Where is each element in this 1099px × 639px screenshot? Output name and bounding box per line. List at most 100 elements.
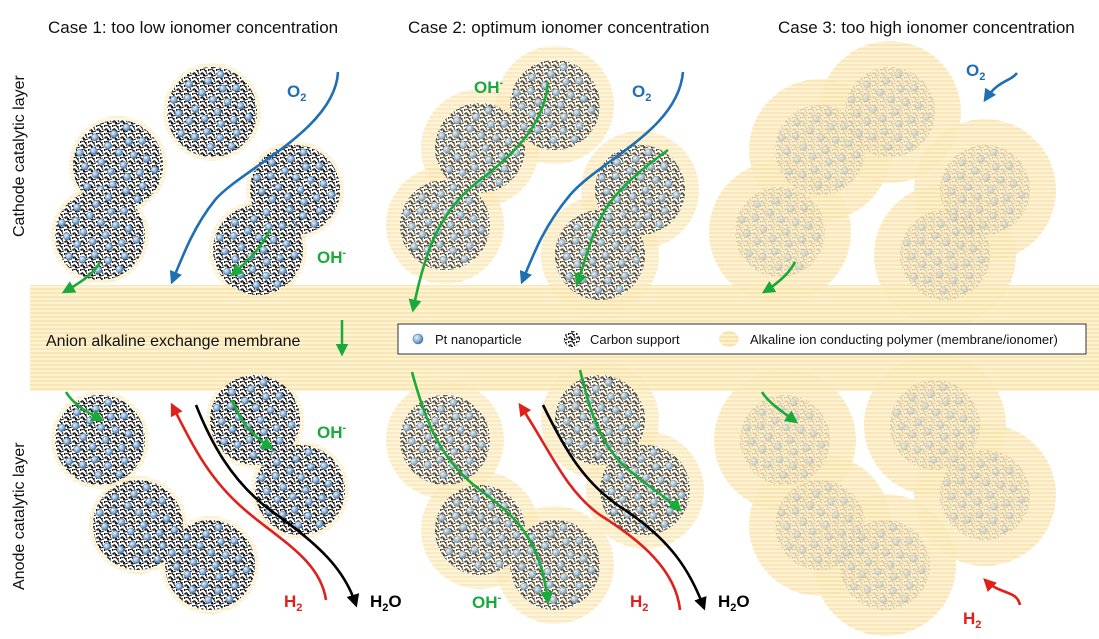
pt-nanoparticle — [108, 180, 117, 189]
pt-nanoparticle — [247, 385, 255, 393]
pt-nanoparticle — [188, 585, 197, 594]
pt-nanoparticle — [78, 460, 87, 469]
carbon-particle — [775, 480, 865, 570]
pt-nanoparticle — [269, 236, 278, 244]
pt-nanoparticle — [310, 220, 319, 228]
pt-nanoparticle — [217, 417, 226, 426]
pt-nanoparticle — [320, 462, 329, 470]
anode-layer-label: Anode catalytic layer — [11, 442, 28, 590]
pt-nanoparticle — [191, 105, 200, 113]
ionomer-overlay — [940, 450, 1030, 540]
pt-nanoparticle — [266, 406, 275, 414]
pt-nanoparticle — [219, 84, 227, 93]
pt-nanoparticle — [300, 197, 308, 206]
pt-nanoparticle — [209, 95, 217, 104]
pt-nanoparticle — [242, 566, 251, 574]
pt-nanoparticle — [297, 473, 305, 482]
pt-nanoparticle — [230, 581, 239, 590]
pt-nanoparticle — [275, 436, 284, 445]
pt-nanoparticle — [278, 222, 287, 230]
pt-nanoparticle — [95, 508, 104, 517]
carbon-particle — [165, 520, 255, 610]
carbon-particle — [400, 180, 490, 270]
carbon-particle — [890, 380, 980, 470]
pt-nanoparticle — [90, 455, 99, 464]
pt-nanoparticle — [206, 143, 215, 151]
pt-nanoparticle — [283, 192, 292, 201]
pt-nanoparticle — [175, 582, 183, 591]
pt-nanoparticle — [89, 147, 98, 155]
pt-nanoparticle — [124, 224, 133, 233]
pt-nanoparticle — [122, 186, 130, 195]
pt-nanoparticle — [292, 173, 300, 182]
pt-nanoparticle — [79, 228, 88, 236]
pt-nanoparticle — [290, 505, 299, 514]
ionomer-overlay — [400, 180, 490, 270]
pt-nanoparticle — [104, 141, 112, 150]
pt-nanoparticle — [172, 562, 181, 571]
pt-nanoparticle — [120, 251, 129, 260]
pt-nanoparticle — [262, 392, 270, 401]
pt-nanoparticle — [104, 461, 112, 470]
pt-nanoparticle — [196, 541, 204, 550]
h2-path-case2 — [518, 402, 682, 611]
pt-nanoparticle — [252, 281, 261, 289]
oh-path-case1-a — [230, 229, 272, 277]
pt-nanoparticle-icon — [412, 333, 424, 345]
pt-nanoparticle — [228, 388, 236, 397]
carbon-particle — [735, 187, 825, 277]
pt-nanoparticle — [315, 520, 324, 528]
pt-nanoparticle — [301, 486, 310, 494]
pt-nanoparticle — [73, 408, 81, 417]
pt-nanoparticle — [103, 542, 111, 551]
o2-label-case2: O2 — [632, 82, 651, 104]
pt-nanoparticle — [237, 243, 246, 251]
h2-label-case2: H2 — [630, 592, 648, 614]
carbon-particle — [55, 395, 145, 485]
ionomer-icon — [719, 331, 739, 347]
pt-nanoparticle — [105, 447, 113, 456]
pt-nanoparticle — [104, 256, 112, 265]
pt-nanoparticle — [332, 491, 341, 499]
pt-nanoparticle — [214, 523, 223, 532]
legend: Pt nanoparticle Carbon support Alkaline … — [397, 323, 1087, 355]
pt-nanoparticle — [315, 162, 324, 170]
pt-nanoparticle — [132, 441, 141, 449]
pt-nanoparticle — [109, 507, 118, 515]
h2o-label-case2: H2O — [718, 592, 750, 614]
pt-nanoparticle — [155, 529, 164, 537]
pt-nanoparticle — [62, 437, 71, 446]
pt-nanoparticle — [279, 409, 288, 418]
pt-nanoparticle — [282, 239, 291, 248]
pt-nanoparticle — [305, 497, 313, 506]
pt-nanoparticle — [130, 490, 138, 498]
pt-nanoparticle — [90, 250, 99, 259]
pt-nanoparticle — [215, 233, 224, 242]
pt-nanoparticle — [119, 161, 128, 169]
pt-nanoparticle — [265, 222, 273, 231]
pt-nanoparticle — [73, 445, 82, 454]
h2-path-case1 — [170, 402, 328, 601]
pt-nanoparticle — [287, 421, 296, 429]
carbon-particle — [167, 67, 257, 157]
pt-nanoparticle — [244, 226, 252, 235]
pt-nanoparticle — [185, 80, 193, 89]
pt-nanoparticle — [115, 265, 124, 273]
pt-nanoparticle — [236, 101, 245, 110]
pt-nanoparticle — [223, 267, 231, 276]
pt-nanoparticle — [183, 533, 191, 542]
pt-nanoparticle — [271, 472, 280, 480]
o2-path-case1 — [169, 71, 340, 285]
pt-nanoparticle — [216, 70, 225, 79]
pt-nanoparticle — [83, 182, 91, 191]
carbon-particle — [400, 395, 490, 485]
pt-nanoparticle — [170, 526, 179, 534]
pt-nanoparticle — [120, 207, 129, 215]
pt-nanoparticle — [319, 179, 328, 188]
pt-nanoparticle — [79, 433, 88, 441]
pt-nanoparticle — [212, 403, 221, 412]
pt-nanoparticle — [120, 456, 129, 465]
carbon-particle — [210, 375, 300, 465]
membrane-label: Anion alkaline exchange membrane — [46, 333, 300, 350]
pt-nanoparticle — [126, 527, 135, 536]
